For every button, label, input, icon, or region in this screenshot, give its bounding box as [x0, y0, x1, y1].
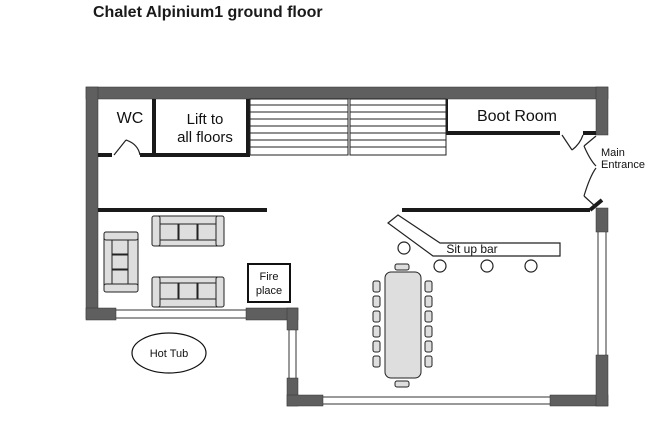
- bar-counter: [387, 214, 561, 257]
- bar-stools: [397, 241, 538, 273]
- hot-tub-label: Hot Tub: [150, 348, 189, 360]
- sofa-left: [103, 231, 139, 293]
- fire-place-label-line2: place: [256, 285, 282, 297]
- boot-room-door: [561, 134, 584, 151]
- sofa-bottom: [151, 276, 225, 308]
- staircase-right: [349, 98, 447, 156]
- exterior-walls: [85, 86, 609, 407]
- bottom-left-wall-stub: [85, 307, 117, 321]
- sit-up-bar-label: Sit up bar: [446, 242, 497, 256]
- lift-label-line1: Lift to: [187, 111, 224, 128]
- lift-label-line2: all floors: [177, 129, 233, 146]
- main-entrance-label-line2: Entrance: [601, 159, 645, 171]
- left-wall: [85, 86, 99, 320]
- hot-tub: [131, 332, 207, 374]
- plan-title: Chalet Alpinium1 ground floor: [93, 4, 323, 21]
- sofa-top: [151, 215, 225, 247]
- staircase-left: [249, 98, 349, 156]
- bay-wall-upper: [286, 307, 299, 331]
- fire-place-label-line1: Fire: [260, 271, 279, 283]
- bay-bottom-left: [286, 394, 324, 407]
- wc-label: WC: [117, 110, 144, 127]
- main-entrance-door: [583, 135, 597, 208]
- wc-door: [113, 139, 141, 156]
- top-wall: [85, 86, 609, 100]
- windows: [116, 232, 607, 405]
- interior-walls: [98, 99, 604, 212]
- dining-set: [372, 263, 433, 388]
- right-wall-mid: [595, 207, 609, 233]
- fire-place: [247, 263, 291, 303]
- main-entrance-label-line1: Main: [601, 147, 625, 159]
- right-wall-lower: [595, 354, 609, 407]
- right-wall-upper: [595, 86, 609, 136]
- boot-room-label: Boot Room: [477, 108, 557, 125]
